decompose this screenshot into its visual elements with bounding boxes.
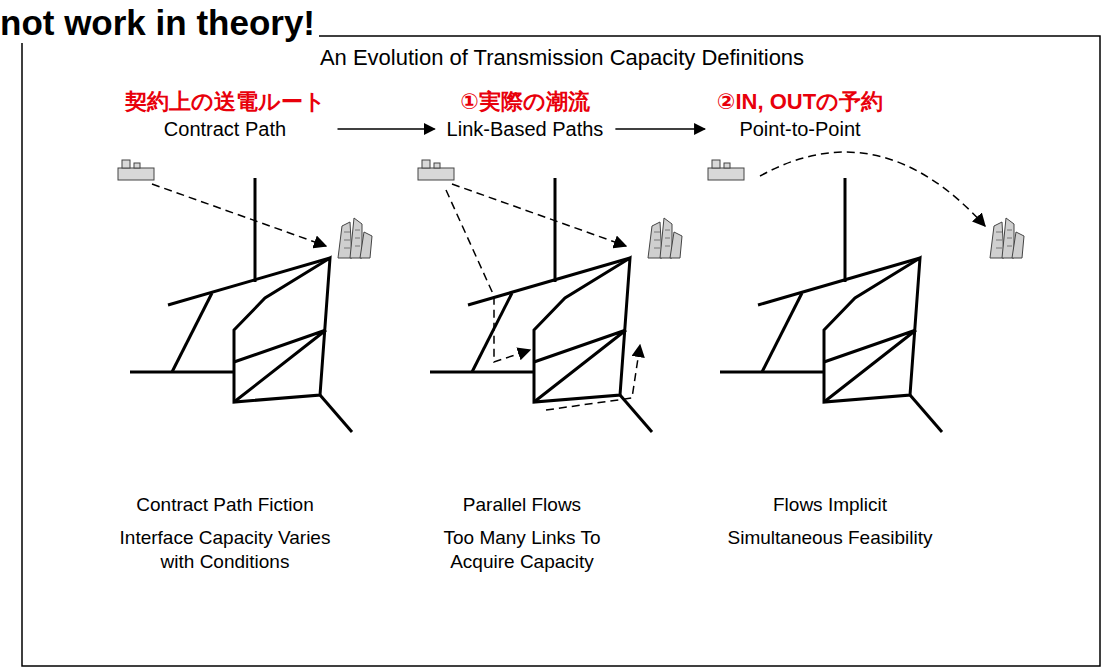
stage-name: Link-Based Paths — [447, 116, 604, 142]
network-3 — [708, 152, 1024, 432]
stage-heading: 契約上の送電ルートContract Path — [119, 86, 332, 144]
stage-heading: ②IN, OUTの予約Point-to-Point — [711, 86, 889, 144]
stage-name: Point-to-Point — [717, 116, 883, 142]
caption-text: Simultaneous Feasibility — [728, 526, 933, 550]
caption-text: Too Many Links To Acquire Capacity — [432, 526, 612, 574]
stage-name: Contract Path — [125, 116, 326, 142]
network-1 — [118, 160, 372, 432]
japanese-note: 契約上の送電ルート — [125, 88, 326, 116]
stage-heading: ①実際の潮流Link-Based Paths — [441, 86, 610, 144]
diagram-title: An Evolution of Transmission Capacity De… — [320, 44, 804, 72]
network-2 — [418, 160, 682, 432]
japanese-note: ②IN, OUTの予約 — [717, 88, 883, 116]
slide-heading: not work in theory! — [0, 2, 319, 43]
caption-text: Contract Path Fiction — [136, 493, 313, 517]
frame — [22, 36, 1100, 666]
caption-text: Flows Implicit — [773, 493, 887, 517]
caption-text: Parallel Flows — [463, 493, 581, 517]
flow-arrow — [338, 128, 435, 130]
japanese-note: ①実際の潮流 — [447, 88, 604, 116]
flow-arrow — [615, 128, 704, 130]
caption-text: Interface Capacity Varies with Condition… — [118, 526, 333, 574]
